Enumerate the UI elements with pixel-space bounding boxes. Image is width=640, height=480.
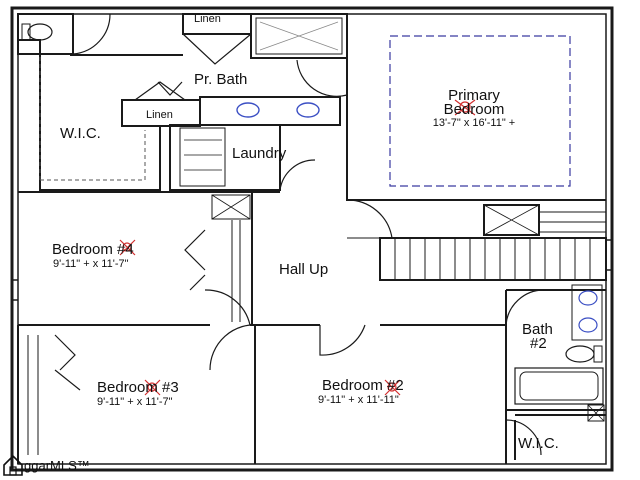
wic-left-label: W.I.C.	[60, 125, 101, 142]
bath2-wall	[505, 289, 606, 411]
bedroom4-label: Bedroom #4	[52, 241, 134, 258]
laundry-label: Laundry	[232, 145, 287, 162]
bath2-label-line2: #2	[530, 335, 547, 352]
mls-watermark: ggarMLS™	[2, 452, 90, 478]
pr-bath-wall	[70, 14, 348, 200]
primary-tray-ceiling	[389, 35, 571, 187]
wic-right-wall	[505, 410, 606, 464]
toilet-door	[72, 13, 111, 55]
mls-watermark-text: ggarMLS™	[24, 457, 90, 473]
toilet-alcove-wall	[17, 13, 74, 55]
bedroom4-wall	[18, 191, 280, 326]
primary-bedroom-label-line1: Primary	[448, 87, 500, 104]
primary-bedroom-label-line2: Bedroom	[443, 101, 505, 118]
pr-bath-label: Pr. Bath	[194, 71, 248, 88]
bath2-label-line1: Bath	[522, 321, 553, 338]
wic-left-wall	[18, 39, 161, 191]
bedroom2-dimensions: 9'-11" + x 11'-11"	[318, 394, 399, 406]
ceiling-fan-marks	[119, 99, 476, 396]
exterior-wall	[10, 6, 614, 472]
primary-bedroom-dimensions: 13'-7" x 16'-11" +	[432, 117, 516, 129]
bedroom3-dimensions: 9'-11" + x 11'-7"	[97, 396, 173, 408]
linen-top-label: Linen	[194, 13, 221, 25]
exterior-wall-inner	[17, 13, 607, 465]
stair-treads	[394, 238, 591, 280]
linen-mid-label: Linen	[146, 109, 173, 121]
hall-up-label: Hall Up	[279, 261, 329, 278]
bedroom3-label: Bedroom #3	[97, 379, 179, 396]
bedroom3-wall	[17, 325, 256, 464]
bedroom4-dimensions: 9'-11" + x 11'-7"	[53, 258, 129, 270]
laundry-room	[169, 124, 281, 191]
bedroom2-label: Bedroom #2	[322, 377, 404, 394]
staircase	[379, 237, 607, 281]
wic-right-label: W.I.C.	[518, 435, 559, 452]
house-logo-icon	[3, 454, 23, 476]
